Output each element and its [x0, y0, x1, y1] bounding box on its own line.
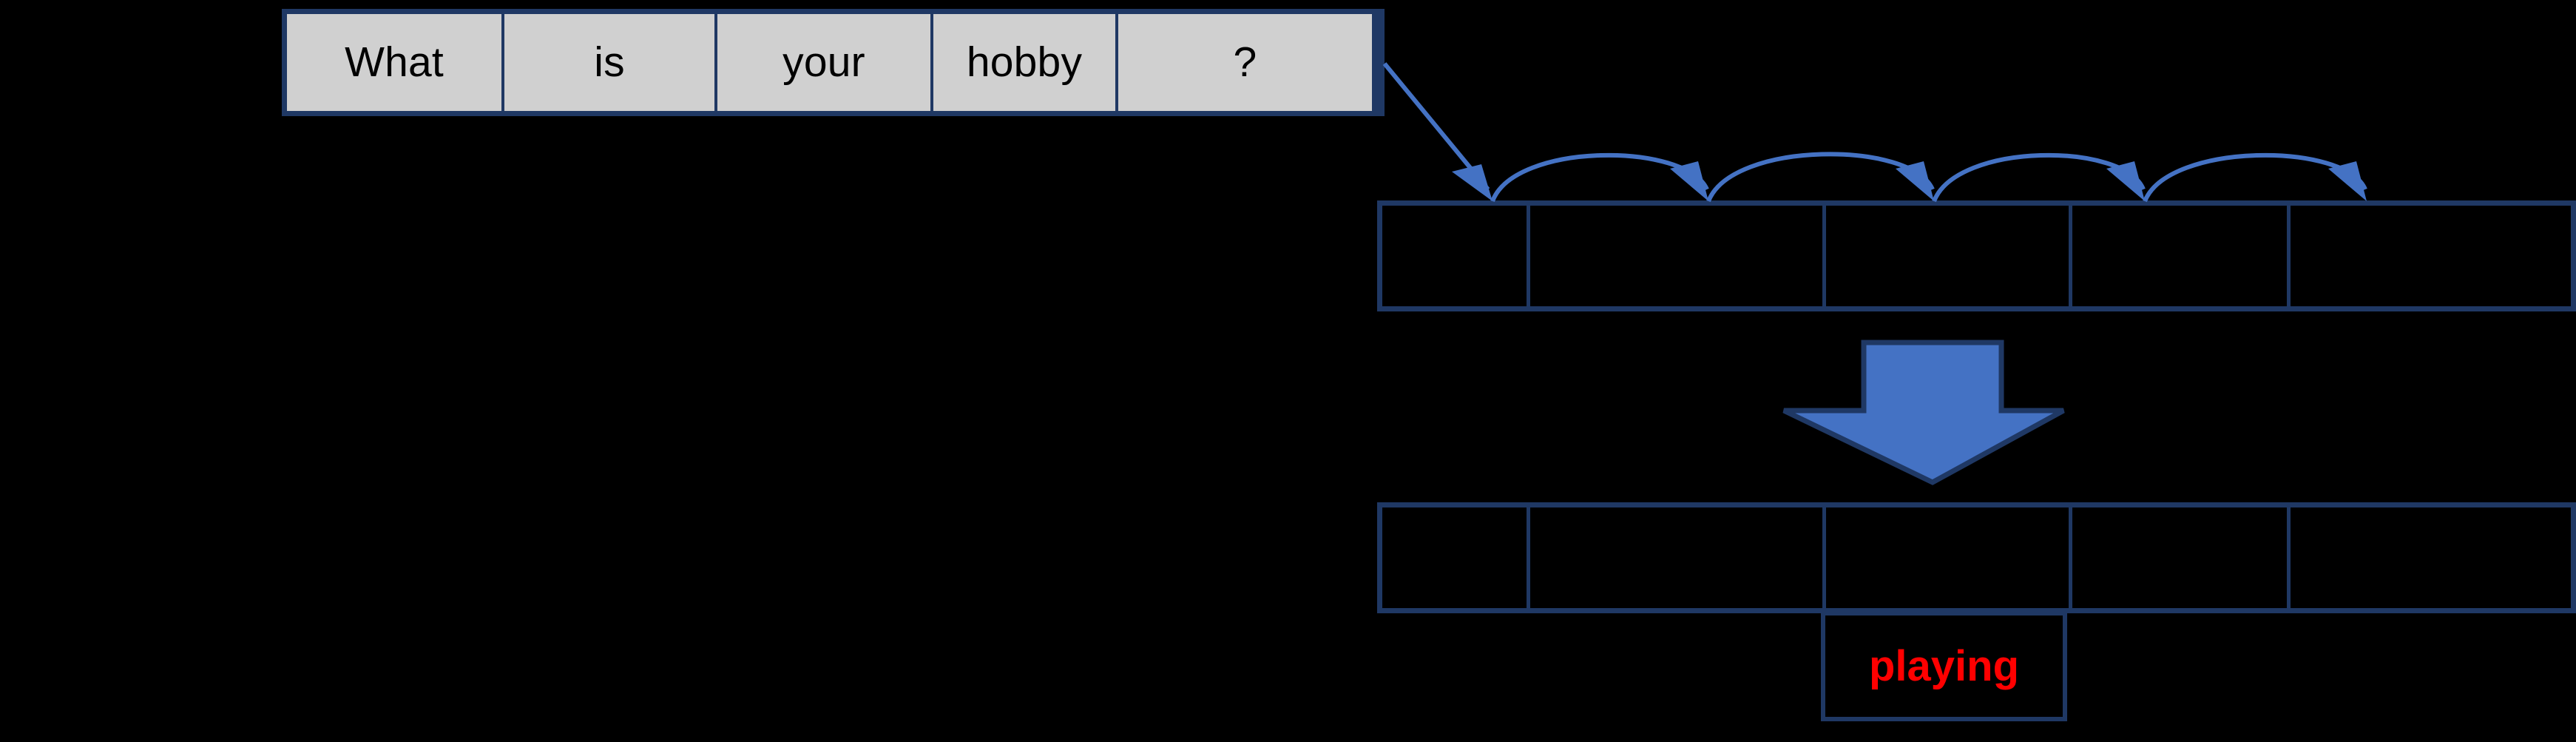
decoder-output-cell — [2072, 507, 2291, 608]
decoder-input-cell — [1826, 206, 2072, 306]
decoder-output-cell — [1382, 507, 1530, 608]
decoder-input-cell — [2072, 206, 2291, 306]
decoder-output-cell — [2291, 507, 2571, 608]
generated-token-label: playing — [1868, 641, 2020, 690]
input-token-cell: ? — [1118, 14, 1372, 111]
input-token-cell: What — [287, 14, 504, 111]
hop-arrow-3 — [1932, 152, 2146, 203]
decoder-input-row — [1377, 200, 2576, 311]
hop-arrow-1 — [1490, 152, 1709, 203]
input-token-cell: is — [504, 14, 717, 111]
decoder-input-cell — [1382, 206, 1530, 306]
decoder-input-cell — [2291, 206, 2571, 306]
hop-arrow-2 — [1706, 152, 1935, 203]
decoder-output-cell — [1530, 507, 1826, 608]
encoder-to-decoder-arrow — [1382, 62, 1492, 201]
input-token-row: What is your hobby ? — [282, 9, 1385, 116]
decoder-input-cell — [1530, 206, 1826, 306]
generated-token-cell: playing — [1821, 611, 2067, 721]
input-token-cell: your — [717, 14, 933, 111]
decoder-output-row — [1377, 502, 2576, 613]
input-token-cell: hobby — [933, 14, 1118, 111]
hop-arrow-4 — [2143, 152, 2367, 203]
decoder-output-cell — [1826, 507, 2072, 608]
down-block-arrow — [1782, 340, 2065, 485]
